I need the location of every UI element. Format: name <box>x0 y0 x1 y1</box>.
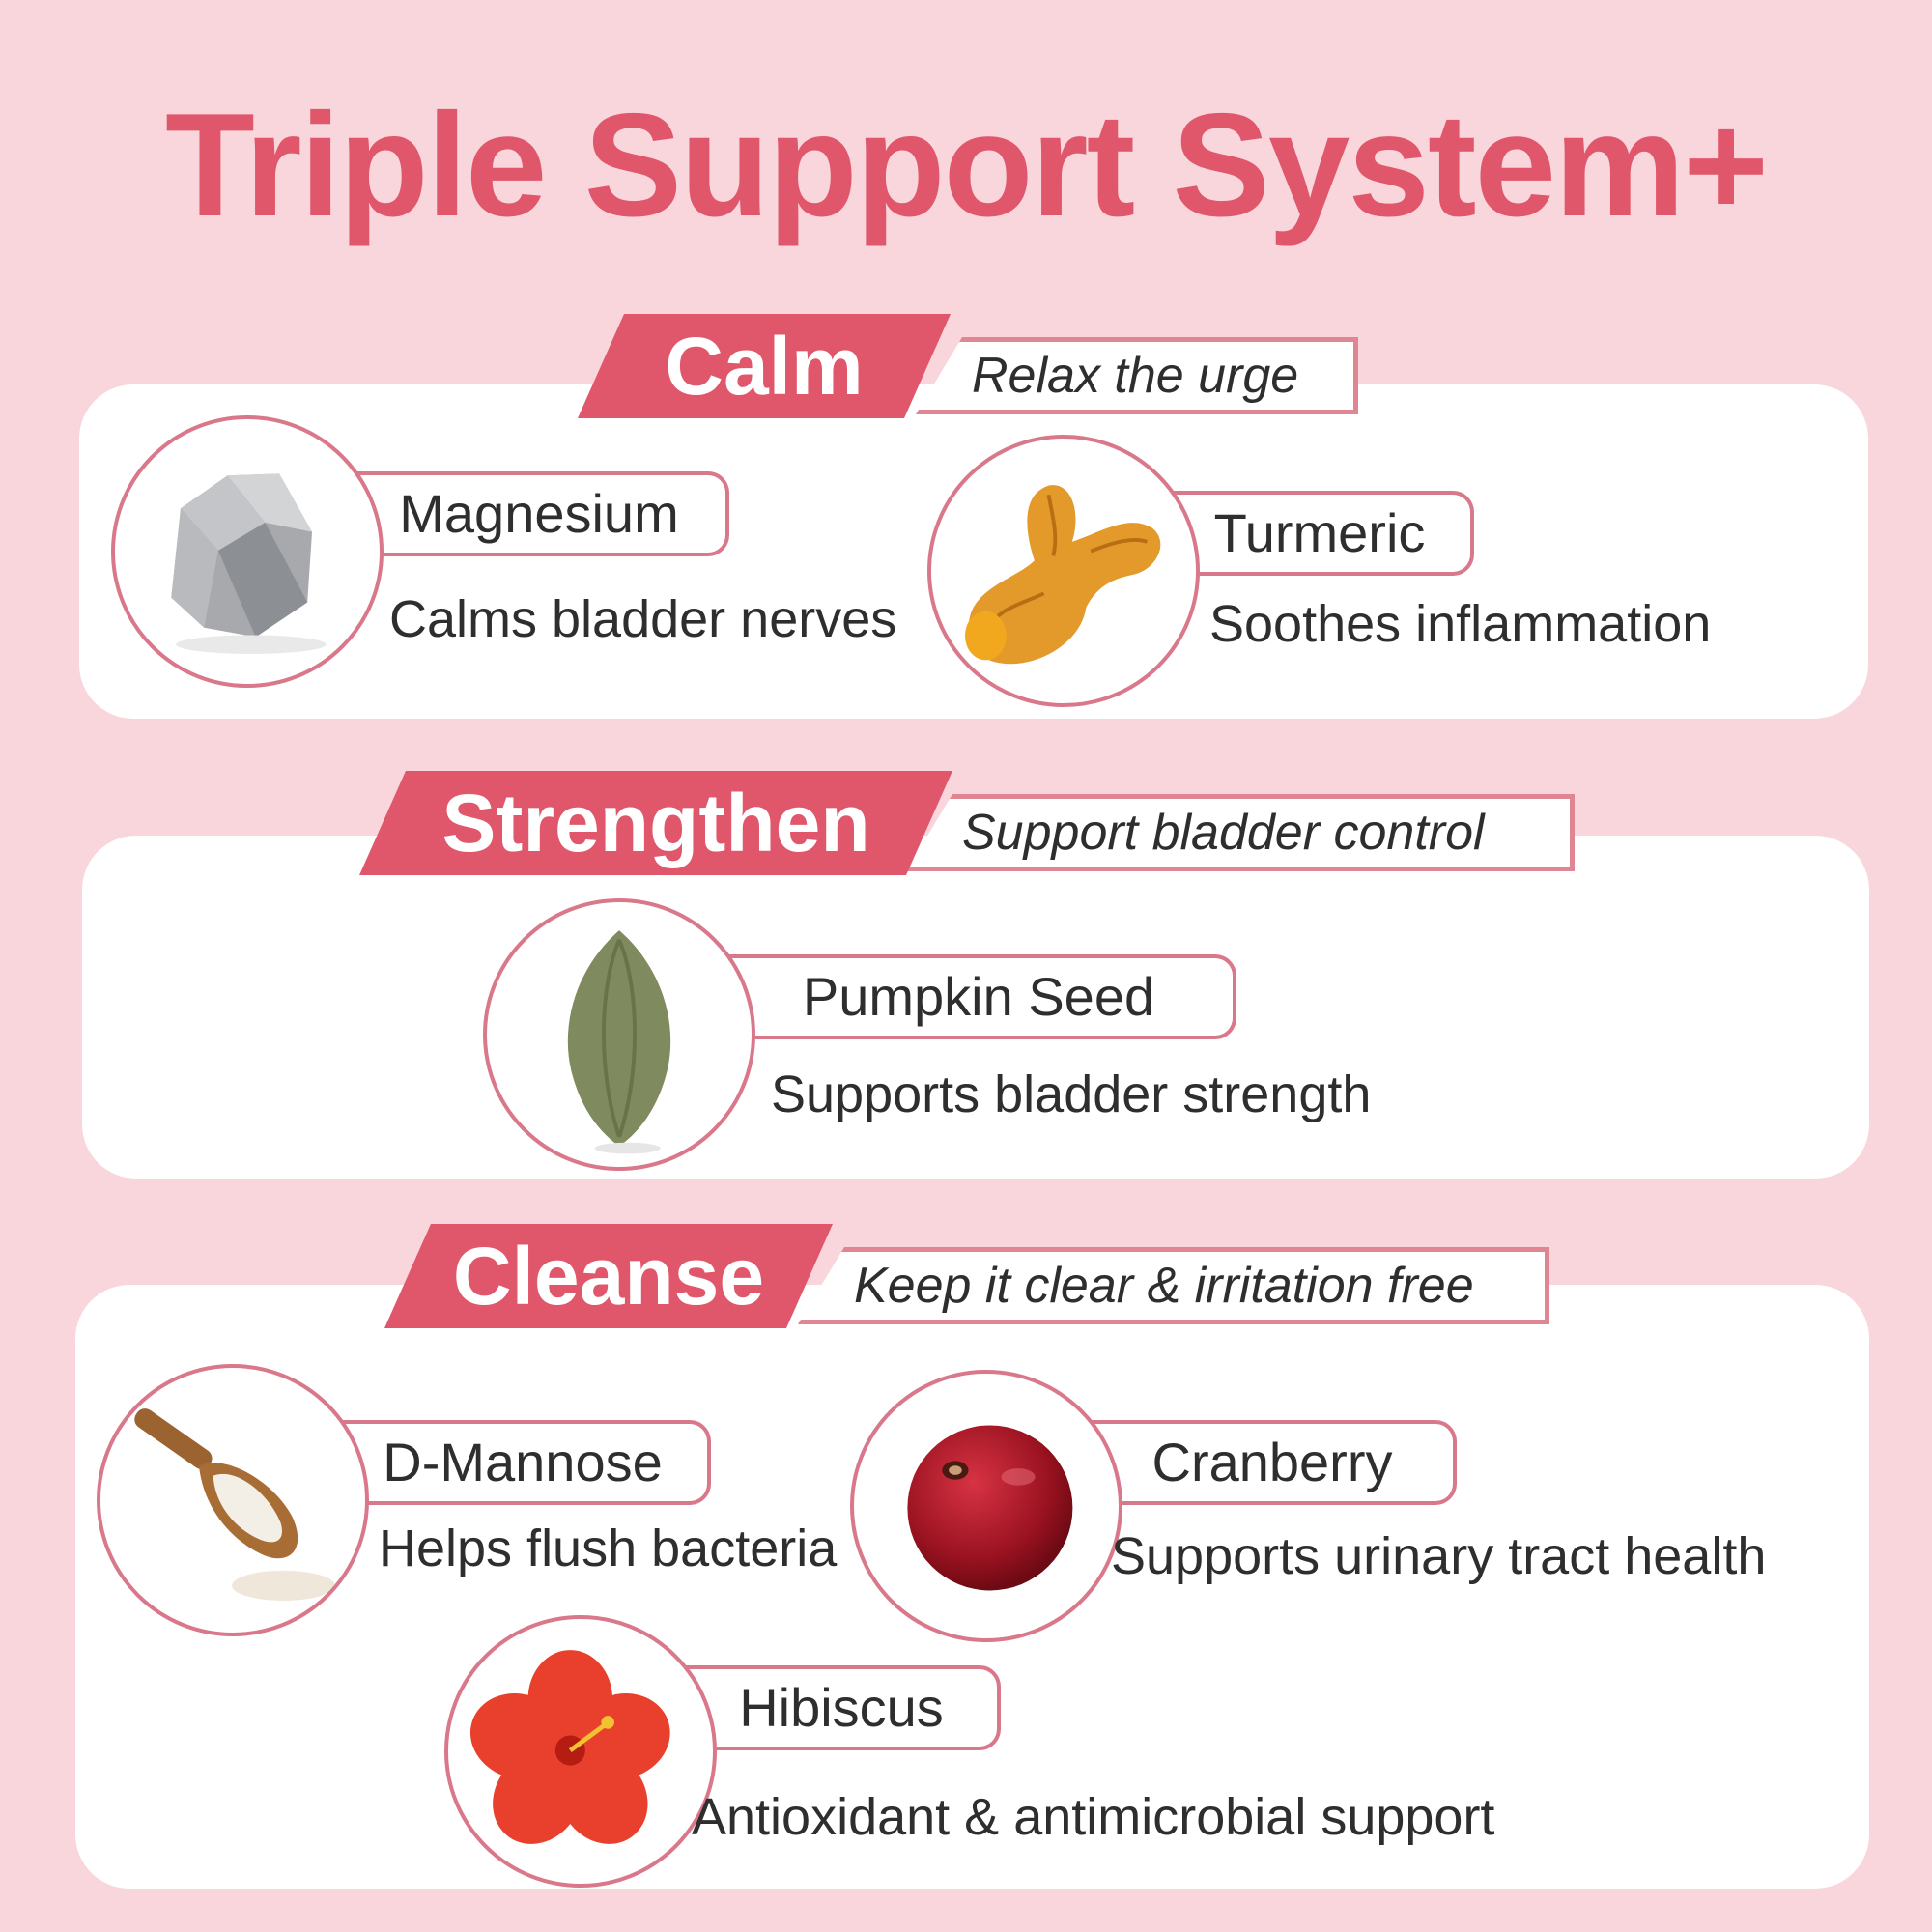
hibiscus-flower-icon <box>444 1615 717 1888</box>
ingredient-name: Turmeric <box>1169 491 1474 576</box>
ingredient-name: D-Mannose <box>338 1420 711 1505</box>
ingredient-description: Calms bladder nerves <box>389 590 897 648</box>
ingredient-description: Supports urinary tract health <box>1111 1527 1767 1585</box>
ingredient-description: Helps flush bacteria <box>379 1520 838 1577</box>
ingredient-name: Hibiscus <box>686 1665 1001 1750</box>
strengthen-section-tag: Support bladder control Strengthen <box>359 771 1575 875</box>
calm-section-tag: Relax the urge Calm <box>578 314 1358 418</box>
pumpkin-seed-icon <box>483 898 755 1171</box>
ingredient-description: Antioxidant & antimicrobial support <box>692 1788 1495 1846</box>
cranberry-icon <box>850 1370 1122 1642</box>
strengthen-tagline: Support bladder control <box>906 794 1575 871</box>
ingredient-name: Magnesium <box>353 471 729 556</box>
calm-label: Calm <box>578 314 951 418</box>
ingredient-name: Cranberry <box>1092 1420 1457 1505</box>
page-title: Triple Support System+ <box>165 83 1769 247</box>
magnesium-rock-icon <box>111 415 384 688</box>
cleanse-label: Cleanse <box>384 1224 833 1328</box>
ingredient-name: Pumpkin Seed <box>724 954 1236 1039</box>
cleanse-section-tag: Keep it clear & irritation free Cleanse <box>384 1224 1549 1328</box>
ingredient-description: Supports bladder strength <box>771 1065 1372 1123</box>
cleanse-tagline: Keep it clear & irritation free <box>798 1247 1549 1324</box>
turmeric-root-icon <box>927 435 1200 707</box>
calm-tagline: Relax the urge <box>916 337 1358 414</box>
strengthen-label: Strengthen <box>359 771 952 875</box>
powder-scoop-icon <box>97 1364 369 1636</box>
ingredient-description: Soothes inflammation <box>1209 595 1712 653</box>
